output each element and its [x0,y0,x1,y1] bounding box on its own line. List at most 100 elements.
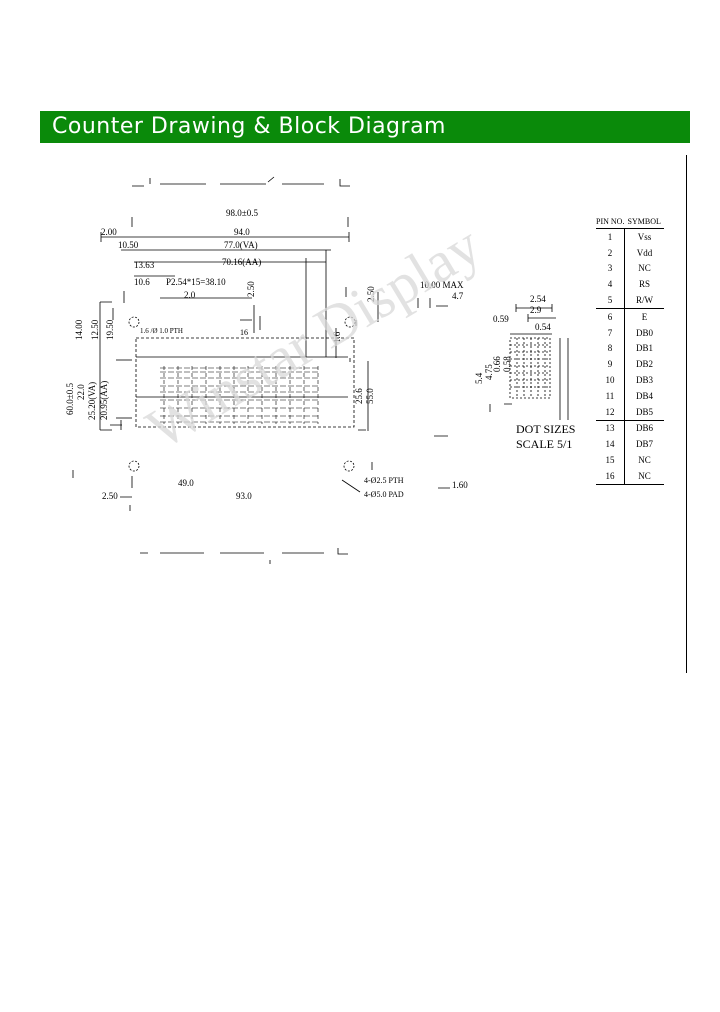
dim-10-50: 10.50 [118,240,139,250]
dim-19-5: 19.50 [105,319,115,340]
dim-93: 93.0 [236,491,252,501]
pin-symbol: DB3 [623,372,664,388]
dim-49: 49.0 [178,478,194,488]
page-title: Counter Drawing & Block Diagram [52,114,446,139]
pin-symbol: DB6 [623,419,664,437]
table-row: 15 NC [596,452,664,468]
symbol-header: SYMBOL [624,214,664,229]
dim-2-50-a: 2.50 [246,281,256,297]
pin-number: 6 [596,307,625,325]
pin-symbol: DB0 [623,324,664,341]
pin-table-header: PIN NO. SYMBOL [596,214,664,229]
dim-2: 2.00 [101,227,117,237]
pin-symbol: E [623,307,664,325]
dim-60: 60.0±0.5 [65,383,75,415]
hole-pad-label: 4-Ø5.0 PAD [364,490,404,499]
dim-70-16: 70.16(AA) [222,257,261,267]
dot-0-54: 0.54 [535,322,551,332]
table-row: 2 Vdd [596,244,664,261]
pin-number: 7 [607,327,613,338]
pin-symbol: NC [623,452,664,468]
dot-0-59: 0.59 [493,314,509,324]
dim-2-50-bottom: 2.50 [102,491,118,501]
dot-5-4: 5.4 [474,372,484,384]
dot-2-54: 2.54 [530,294,546,304]
hole-pth-label: 4-Ø2.5 PTH [364,476,404,485]
dim-pitch: P2.54*15=38.10 [166,277,226,287]
pin-no-header: PIN NO. [596,214,625,229]
table-row: 9 DB2 [596,356,664,373]
pin-symbol: DB2 [623,356,664,373]
table-row: 4 RS [596,276,664,293]
pin-symbol: Vdd [623,244,664,261]
dot-0-66: 0.66 [492,356,502,372]
pin-number: 2 [607,247,613,258]
dim-1-60: 1.60 [452,480,468,490]
pin-symbol: NC [623,260,664,277]
mounting-holes [128,316,356,472]
table-row: 8 DB1 [596,340,664,357]
dim-pin-16: 16 [240,328,248,337]
dim-10-6: 10.6 [134,277,150,287]
pin-number: 13 [596,419,625,437]
pin-symbol: DB5 [623,403,664,421]
dim-14: 14.00 [74,319,84,340]
dim-25-6: 25.6 [354,388,364,404]
dim-22: 22.0 [76,384,86,400]
bottom-side-view [140,548,348,564]
pin-symbol: R/W [623,292,664,309]
pin-symbol: DB4 [623,387,664,404]
pin-number: 1 [607,231,613,242]
dim-2-0: 2.0 [184,290,196,300]
dot-caption: DOT SIZES [516,422,575,436]
dim-4-7: 4.7 [452,291,464,301]
table-row: 5 R/W [596,292,664,309]
header-banner: Counter Drawing & Block Diagram [40,111,690,143]
table-row: 3 NC [596,260,664,277]
pin-symbol: NC [623,467,664,485]
pin-number: 8 [607,343,613,354]
dim-25-2: 25.20(VA) [87,382,97,420]
dim-20-95: 20.95(AA) [99,381,109,420]
pin-number: 10 [605,375,615,386]
pin-number: 5 [607,295,613,306]
pin-number: 4 [607,279,613,290]
lcd-character-grid [160,366,320,424]
top-side-view [132,176,350,187]
pin-number: 15 [605,455,615,466]
dim-77: 77.0(VA) [224,240,258,250]
dim-2-50-b: 2.50 [366,286,376,302]
dot-scale: SCALE 5/1 [516,437,572,451]
pin-symbol: DB1 [623,340,664,357]
table-row: 10 DB3 [596,372,664,388]
pin-number: 3 [607,263,613,274]
dim-1-6: 1.6 [332,331,342,343]
dim-94: 94.0 [234,227,250,237]
pin-number: 9 [607,359,613,370]
pin-symbol: Vss [623,228,664,245]
page-divider [686,155,687,673]
pin-number: 16 [596,467,625,485]
dim-10-max: 10.00 MAX [420,280,464,290]
dim-13-63: 13.63 [134,260,155,270]
dim-98: 98.0±0.5 [226,208,258,218]
table-row: 7 DB0 [596,324,664,341]
dot-4-75: 4.75 [484,364,494,380]
pin-symbol: DB7 [623,436,664,453]
pin-symbol: RS [623,276,664,293]
dot-0-58: 0.58 [502,356,512,372]
dim-12-5: 12.50 [90,319,100,340]
table-row: 14 DB7 [596,436,664,453]
dim-55: 55.0 [365,388,375,404]
dot-size-detail [489,304,569,420]
module-outline [99,250,355,431]
table-row: 1 Vss [596,228,664,245]
pin-number: 14 [605,439,615,450]
